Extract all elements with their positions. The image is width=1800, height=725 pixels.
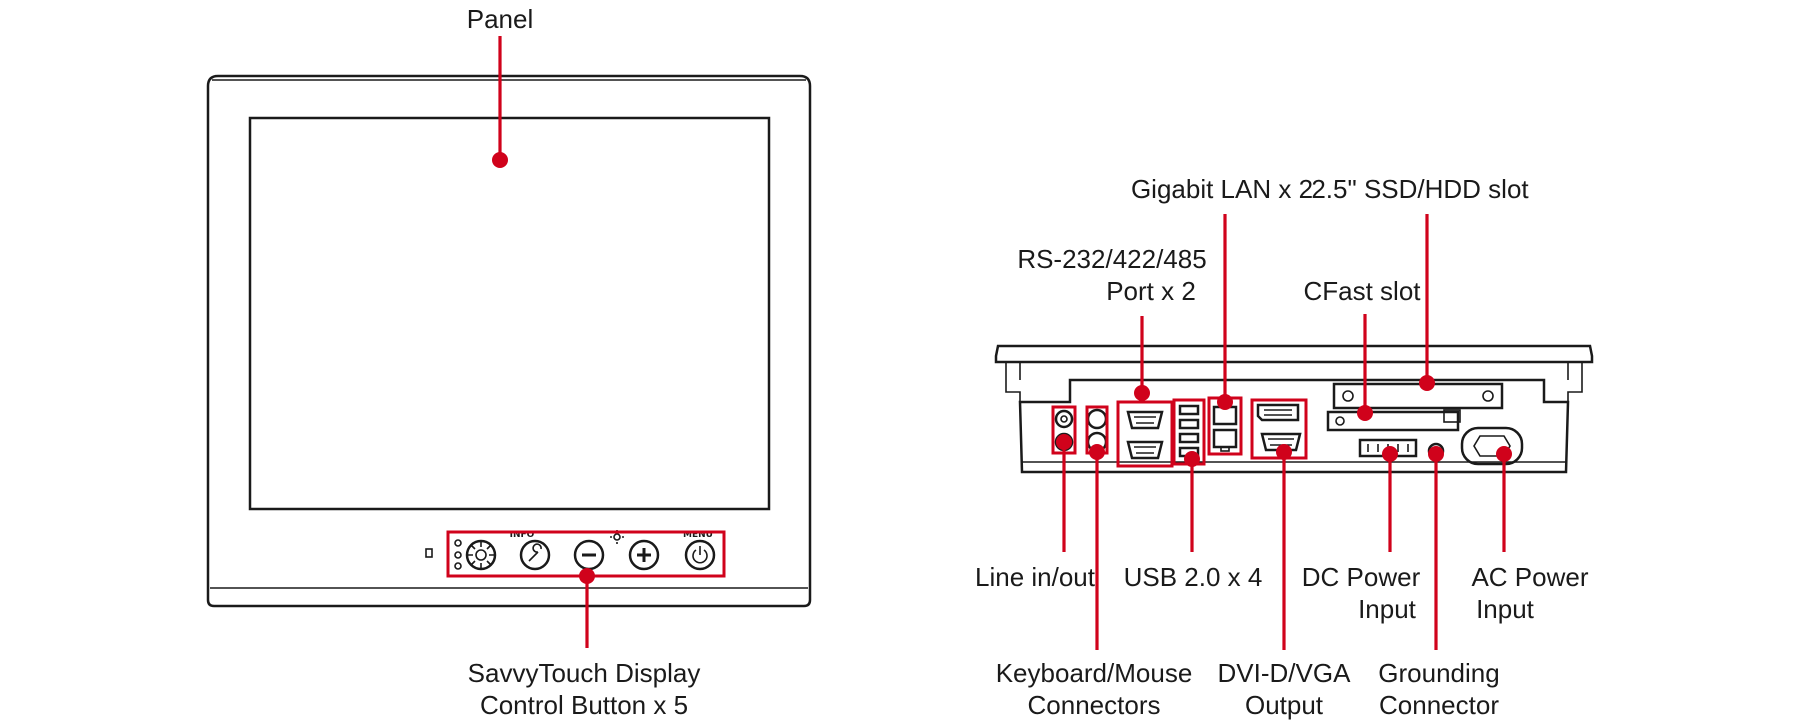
info-caption: INFO: [510, 530, 535, 540]
keyboard-ps2-port: [1086, 408, 1108, 430]
lan-port-2: [1212, 428, 1238, 449]
ac-label-line1: AC Power: [1471, 562, 1588, 592]
info-button: [519, 539, 551, 571]
labels: Panel SavvyTouch Display Control Button …: [467, 4, 1589, 720]
lock-icon: [425, 548, 433, 558]
front-view: INFO MENU: [206, 36, 812, 648]
cfast-label: CFast slot: [1303, 276, 1421, 306]
gnd-label-line1: Grounding: [1378, 658, 1499, 688]
cfast-slot: [1326, 410, 1460, 432]
lan-label: Gigabit LAN x 2: [1131, 174, 1313, 204]
control-label-line1: SavvyTouch Display: [468, 658, 701, 688]
kbd-label-line1: Keyboard/Mouse: [996, 658, 1193, 688]
panel-label: Panel: [467, 4, 534, 34]
gnd-label-line2: Connector: [1379, 690, 1499, 720]
dvi-port: [1256, 403, 1300, 422]
ac-power-inlet: [1460, 426, 1524, 466]
serial-label-line1: RS-232/422/485: [1017, 244, 1206, 274]
menu-caption: MENU: [683, 530, 713, 540]
front-screen: [248, 116, 771, 511]
dc-label-line2: Input: [1358, 594, 1417, 624]
power-icon: [692, 546, 708, 564]
plus-icon: [637, 548, 651, 562]
ssd-slot-tray: [1332, 382, 1504, 410]
ac-label-line2: Input: [1476, 594, 1535, 624]
dvi-label-line1: DVI-D/VGA: [1218, 658, 1352, 688]
control-buttons: INFO MENU: [425, 530, 716, 571]
line-in-jack: [1054, 409, 1074, 429]
dc-label-line1: DC Power: [1302, 562, 1421, 592]
brightness-icon: [613, 533, 621, 541]
serial-port-2: [1126, 440, 1164, 460]
rear-callouts: [1056, 214, 1512, 650]
line-label: Line in/out: [975, 562, 1096, 592]
usb-label: USB 2.0 x 4: [1124, 562, 1263, 592]
serial-port-1: [1126, 410, 1164, 430]
wrench-icon: [528, 543, 542, 562]
menu-power-button: [684, 539, 716, 571]
dvi-label-line2: Output: [1245, 690, 1324, 720]
kbd-label-line2: Connectors: [1028, 690, 1161, 720]
ssd-label: 2.5" SSD/HDD slot: [1311, 174, 1529, 204]
rear-view: [994, 214, 1594, 650]
serial-label-line2: Port x 2: [1106, 276, 1196, 306]
usb-port-3: [1178, 432, 1200, 444]
plus-button: [628, 539, 660, 571]
rear-bezel: [994, 344, 1594, 364]
vga-port: [1260, 432, 1302, 452]
rear-housing: [1018, 378, 1570, 474]
usb-port-1: [1178, 404, 1200, 416]
usb-port-2: [1178, 418, 1200, 430]
front-bezel: [206, 74, 812, 608]
control-label-line2: Control Button x 5: [480, 690, 688, 720]
